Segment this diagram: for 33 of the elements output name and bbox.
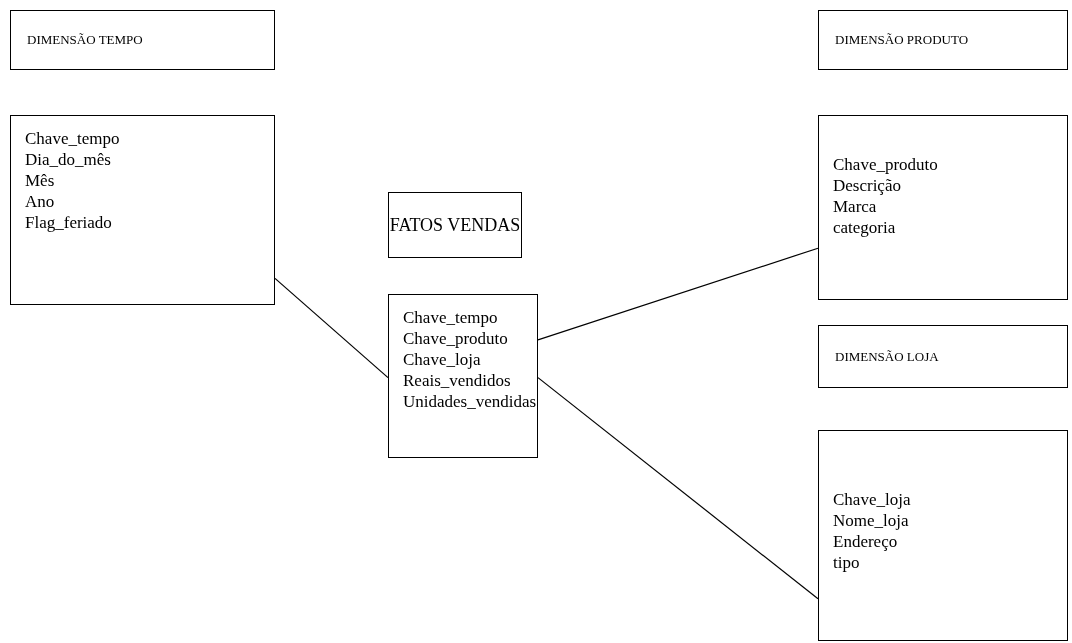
attribute-box [818,115,1068,300]
attribute-box [388,294,538,458]
attribute-text: Chave_produto [403,328,508,349]
attribute-text: Unidades_vendidas [403,391,537,412]
attribute-text: Ano [25,191,55,212]
connector-line [537,247,819,341]
attribute-text: Reais_vendidos [403,370,511,391]
attribute-text: Marca [833,196,877,217]
attribute-text: Chave_produto [833,154,938,175]
connector-line [274,277,389,379]
attribute-box [10,115,275,305]
attribute-text: Chave_tempo [25,128,120,149]
attribute-text: Nome_loja [833,510,909,531]
attribute-text: Dia_do_mês [25,149,111,170]
connector-line [537,377,819,600]
title-box [818,10,1068,70]
heading-text: DIMENSÃO TEMPO [27,31,143,50]
attribute-text: Mês [25,170,55,191]
attribute-text: tipo [833,552,860,573]
title-box [818,325,1068,388]
attribute-text: Chave_loja [833,489,911,510]
heading-text: DIMENSÃO PRODUTO [835,31,969,50]
attribute-text: Chave_tempo [403,307,498,328]
attribute-text: Flag_feriado [25,212,112,233]
attribute-text: Endereço [833,531,898,552]
attribute-box [818,430,1068,641]
attribute-text: Descrição [833,175,901,196]
heading-text: DIMENSÃO LOJA [835,347,939,366]
heading-text: FATOS VENDAS [389,213,521,237]
title-box [10,10,275,70]
attribute-text: Chave_loja [403,349,481,370]
attribute-text: categoria [833,217,896,238]
title-box [388,192,522,258]
